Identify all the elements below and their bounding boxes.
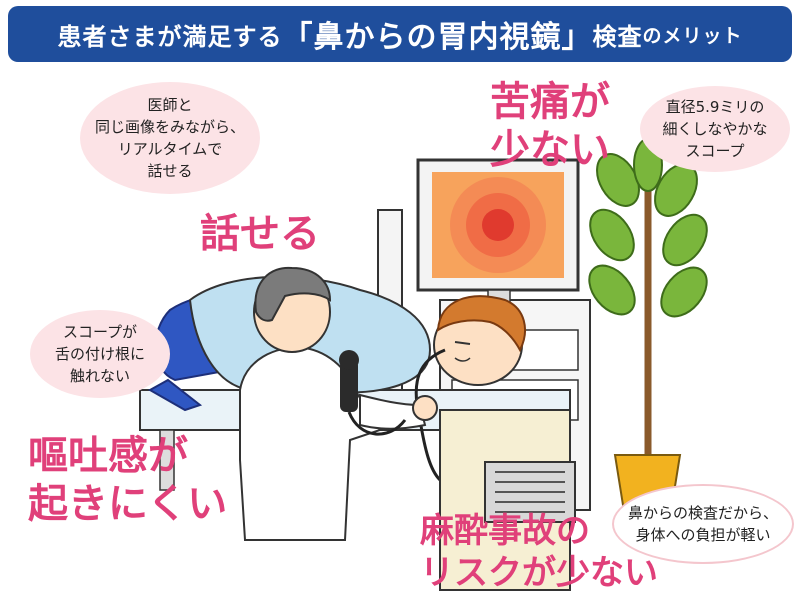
doctor [239, 266, 438, 541]
headline-line: 麻酔事故の [420, 511, 590, 551]
bubble-line: 同じ画像をみながら、 [94, 118, 245, 136]
speech-bubble-gag: スコープが 舌の付け根に 触れない [30, 310, 170, 398]
speech-bubble-scope: 直径5.9ミリの 細くしなやかな スコープ [640, 86, 790, 172]
bubble-line: 鼻からの検査だから、 [627, 504, 778, 522]
bubble-line: 直径5.9ミリの [665, 98, 765, 116]
title-close-bracket: 」 [561, 20, 593, 55]
title-main: 鼻からの胃内視鏡 [313, 20, 562, 55]
bubble-line: 医師と [147, 96, 193, 114]
headline-line: 苦痛が [490, 79, 610, 125]
headline-anesthesia: 麻酔事故の リスクが少ない [420, 510, 658, 594]
cart-box [439, 409, 576, 591]
title-open-bracket: 「 [282, 20, 314, 55]
headline-line: リスクが少ない [420, 553, 658, 593]
headline-line: 嘔吐感が [28, 433, 188, 479]
bubble-line: 身体への負担が軽い [635, 526, 771, 544]
bubble-line: 話せる [147, 162, 193, 180]
bubble-line: 触れない [69, 367, 130, 385]
headline-gag: 嘔吐感が 起きにくい [28, 432, 227, 528]
speech-bubble-talk: 医師と 同じ画像をみながら、 リアルタイムで 話せる [80, 82, 260, 194]
bubble-line: 舌の付け根に [54, 345, 145, 363]
headline-line: 起きにくい [28, 481, 228, 527]
speech-bubble-anesthesia: 鼻からの検査だから、 身体への負担が軽い [612, 484, 794, 564]
bubble-line: 細くしなやかな [662, 120, 768, 138]
headline-talk: 話せる [200, 211, 320, 257]
bubble-line: スコープ [685, 142, 745, 160]
bubble-line: リアルタイムで [117, 140, 223, 158]
headline-line: 少ない [490, 127, 610, 173]
title-suffix: のメリット [642, 24, 743, 47]
bubble-line: スコープが [62, 323, 138, 341]
potted-plant [588, 138, 708, 506]
headline-pain: 苦痛が 少ない [490, 78, 610, 174]
title-banner: 患者さまが満足する 「 鼻からの胃内視鏡 」 検査 のメリット [8, 6, 792, 62]
title-prefix: 患者さまが満足する [57, 22, 283, 51]
title-kensa: 検査 [592, 22, 643, 51]
